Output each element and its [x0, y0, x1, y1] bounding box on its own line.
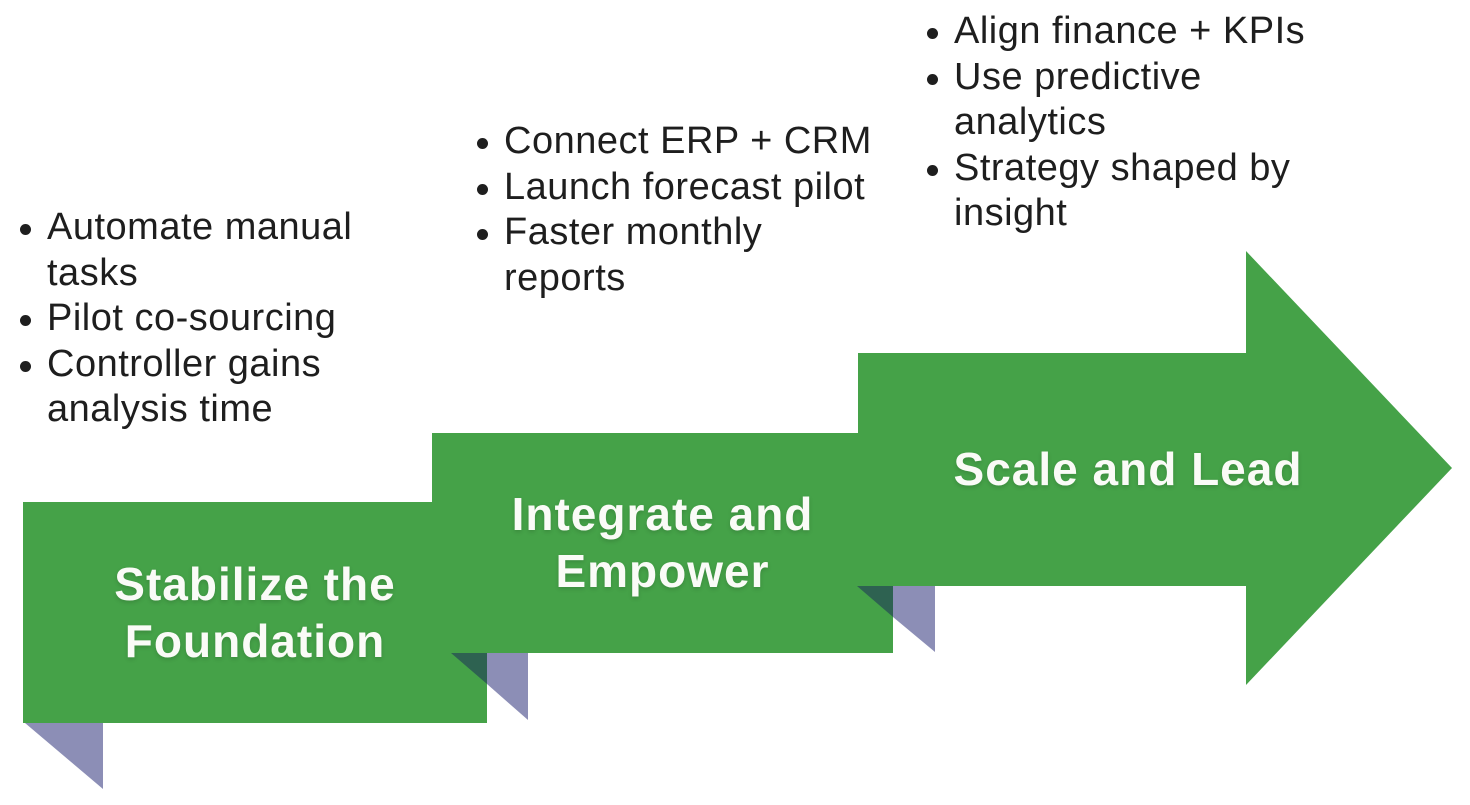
stage3-ribbon-fold	[893, 586, 935, 652]
bullet-item: Controller gains analysis time	[18, 342, 438, 433]
arrow-head	[1246, 251, 1452, 685]
stage3-ribbon-fold-shadow	[857, 586, 893, 617]
stage1-ribbon-fold	[25, 723, 103, 789]
bullet-item: Use predictive analytics	[925, 55, 1355, 146]
bullet-item: Connect ERP + CRM	[475, 119, 905, 165]
bullet-item: Align finance + KPIs	[925, 9, 1355, 55]
bullet-item: Launch forecast pilot	[475, 165, 905, 211]
stage2-ribbon-fold-shadow	[451, 653, 487, 684]
stage3-bullet-list: Align finance + KPIs Use predictive anal…	[925, 9, 1355, 237]
bullet-item: Strategy shaped by insight	[925, 146, 1355, 237]
bullet-item: Pilot co-sourcing	[18, 296, 438, 342]
stage1-banner-shape	[23, 502, 487, 723]
stage2-banner-shape	[432, 433, 893, 653]
stage2-bullet-list: Connect ERP + CRM Launch forecast pilot …	[475, 119, 905, 301]
stage1-bullet-list: Automate manual tasks Pilot co-sourcing …	[18, 205, 438, 433]
stage3-banner-shape	[858, 353, 1246, 586]
bullet-item: Automate manual tasks	[18, 205, 438, 296]
stage2-ribbon-fold	[487, 653, 528, 720]
bullet-item: Faster monthly reports	[475, 210, 905, 301]
